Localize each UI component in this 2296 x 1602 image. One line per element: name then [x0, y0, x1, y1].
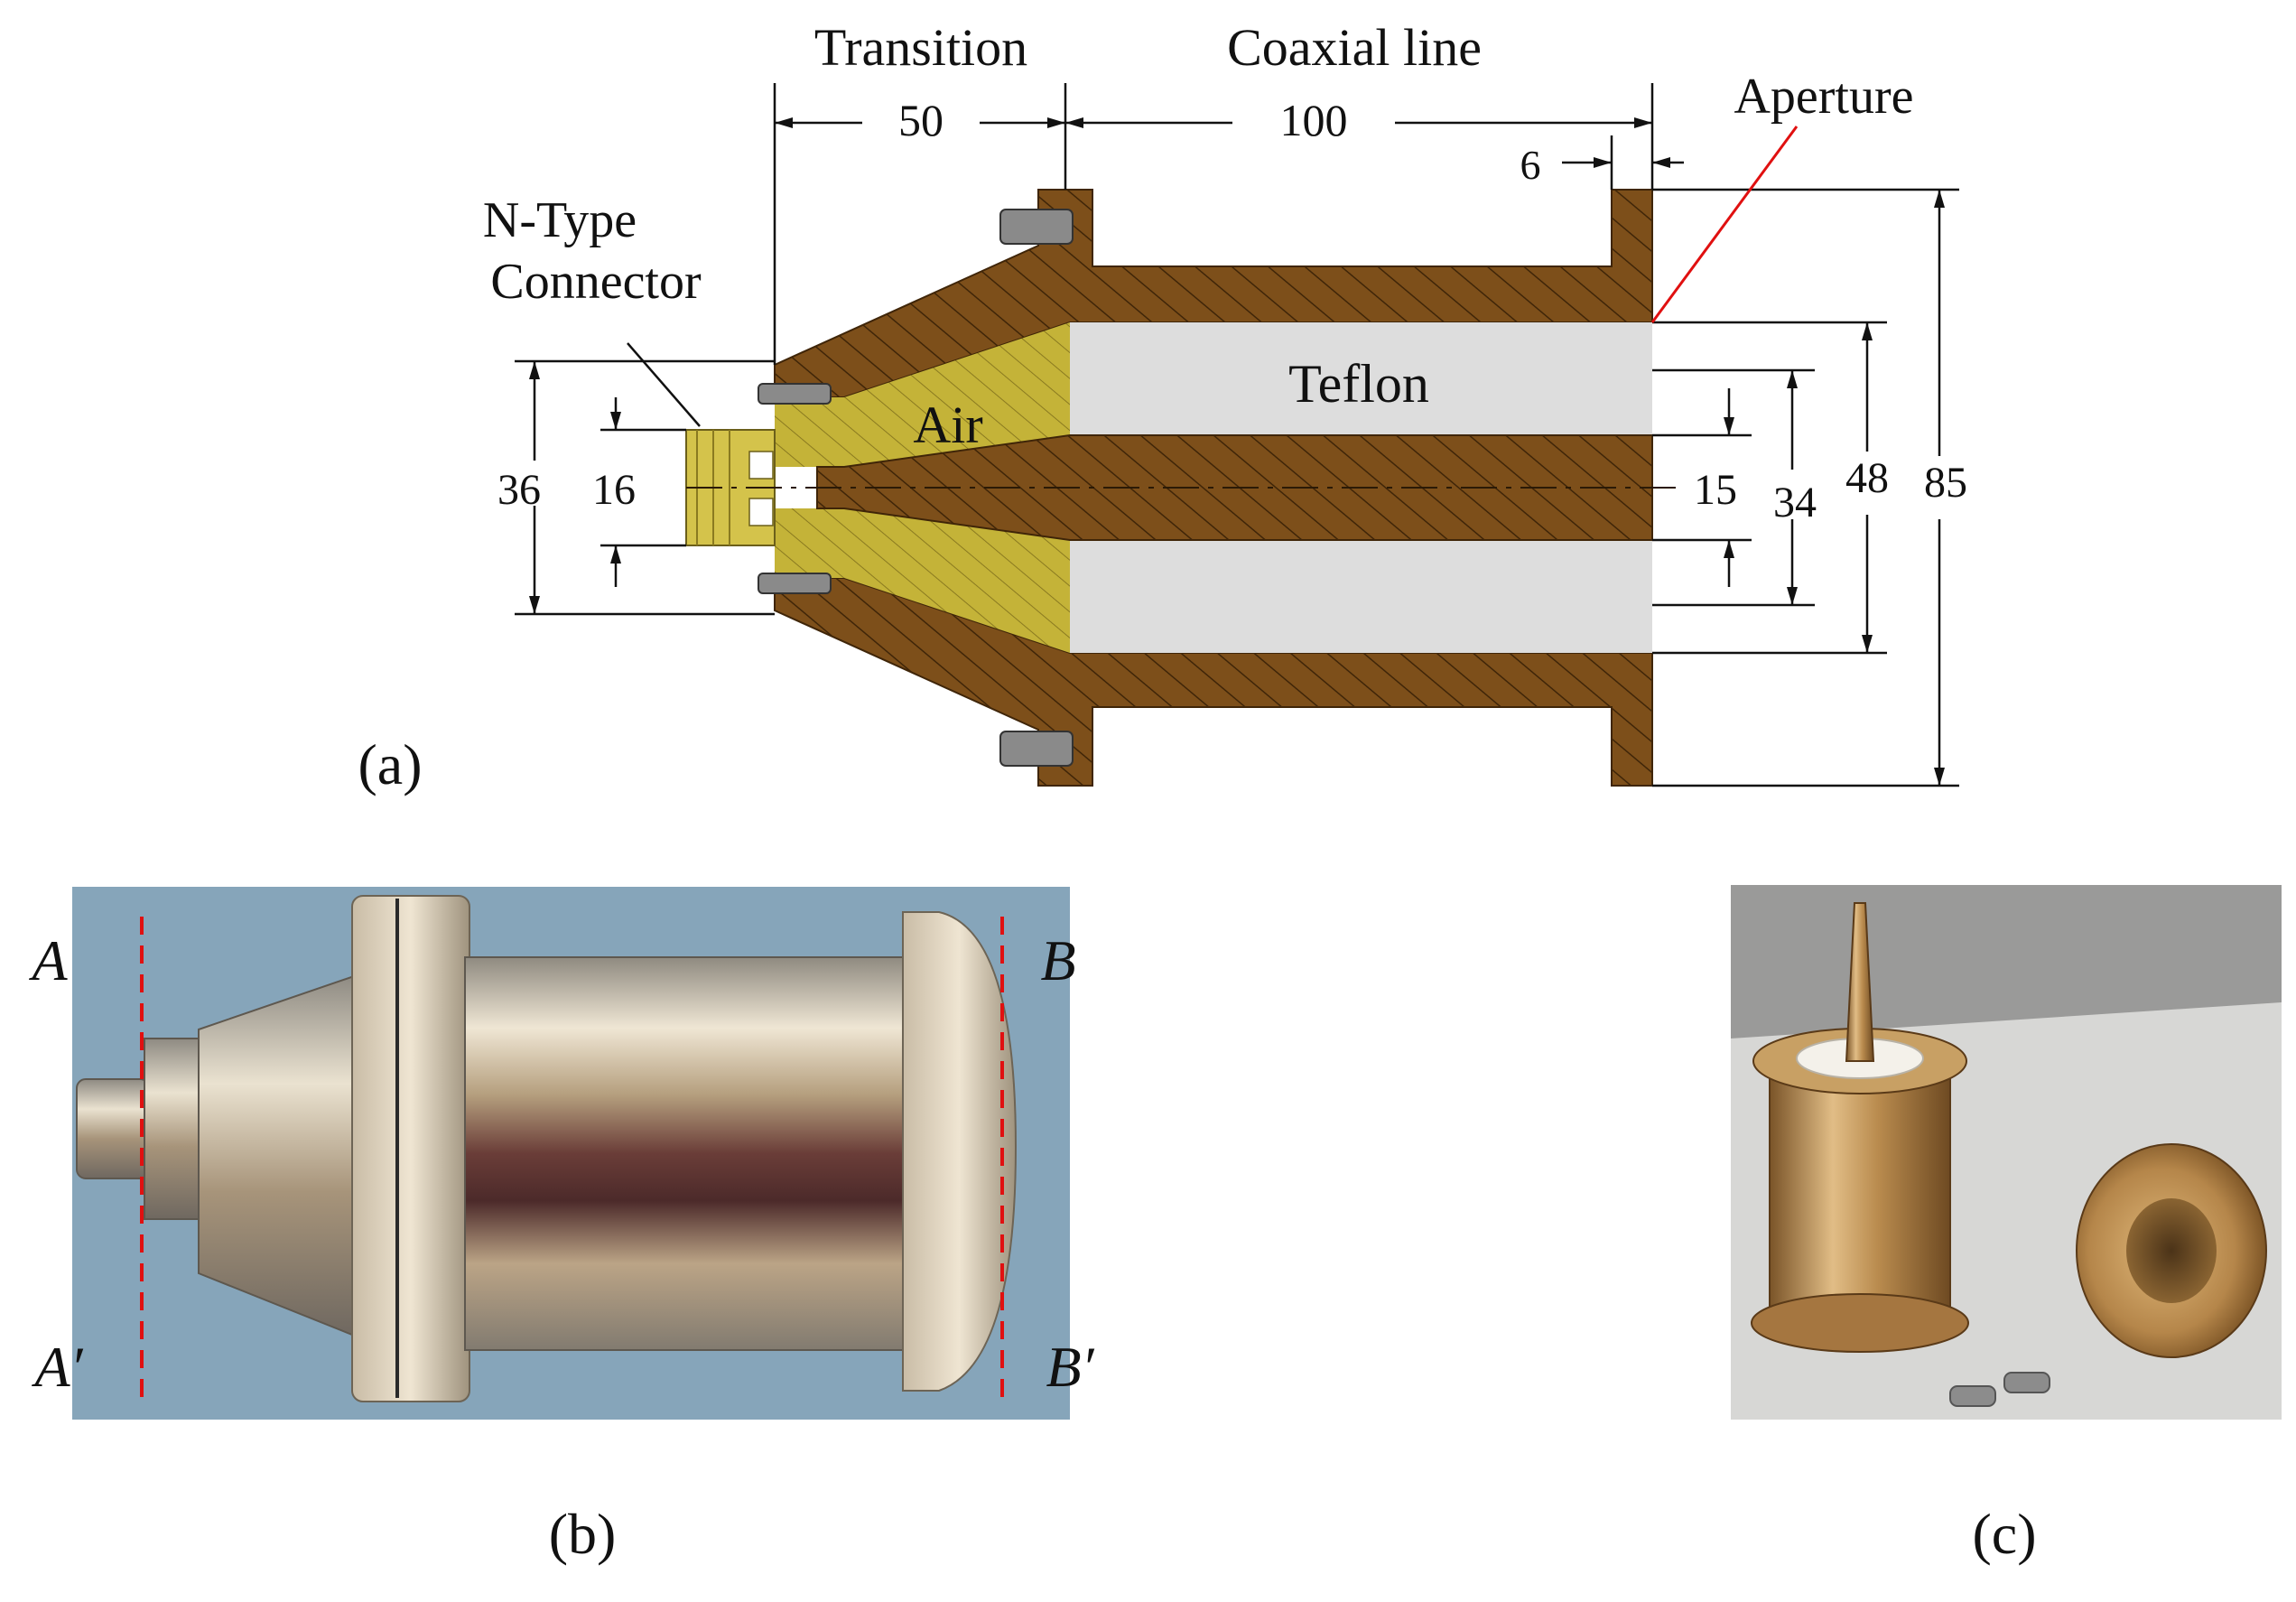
- aperture-leader: [1650, 126, 1799, 323]
- dim-100: 100: [1280, 95, 1348, 145]
- dimension-lines: [515, 83, 1959, 787]
- panel-c: (c): [1731, 885, 2282, 1566]
- connector-leader: [627, 342, 701, 427]
- panel-a-label: (a): [358, 732, 422, 796]
- dim-6: 6: [1520, 142, 1541, 188]
- dim-50: 50: [898, 95, 943, 145]
- plane-a-label: A: [28, 928, 68, 992]
- dim-15: 15: [1694, 466, 1737, 514]
- photo-connector: [76, 1078, 150, 1179]
- probe-base-flange: [1751, 1293, 1969, 1353]
- label-aperture: Aperture: [1734, 69, 1913, 125]
- disassembled-probe: [1751, 902, 2267, 1407]
- plane-a-prime-label: A′: [31, 1335, 83, 1399]
- dim-36: 36: [497, 466, 541, 514]
- label-coaxial-line: Coaxial line: [1227, 18, 1482, 77]
- label-n-type: N-Type: [483, 192, 637, 248]
- plane-b-label: B: [1040, 928, 1075, 992]
- dim-16: 16: [592, 466, 636, 514]
- teflon-upper: [1070, 322, 1652, 435]
- panel-b-label: (b): [549, 1502, 617, 1566]
- cross-section-body: [685, 189, 1679, 787]
- dim-48: 48: [1845, 454, 1889, 502]
- teflon-lower: [1070, 540, 1652, 653]
- screw-1: [1949, 1385, 1996, 1407]
- photo-taper: [198, 973, 358, 1338]
- photo-flange-left: [351, 895, 470, 1402]
- label-air: Air: [913, 396, 982, 454]
- air-region-upper: [775, 322, 1070, 467]
- inner-conductor-pin: [1845, 902, 1875, 1062]
- screw-2: [2003, 1372, 2050, 1393]
- dimension-arrows: [529, 117, 1945, 786]
- label-transition: Transition: [814, 18, 1027, 77]
- panel-a: Transition Coaxial line 50 100 6 Apertur…: [358, 18, 1967, 796]
- photo-flange-right: [902, 911, 1018, 1392]
- dim-85: 85: [1924, 459, 1967, 507]
- bolts: [758, 209, 1074, 767]
- label-teflon: Teflon: [1288, 354, 1429, 414]
- plane-b-prime-label: B′: [1046, 1335, 1094, 1399]
- panel-b: A A′ B B′ (b): [28, 887, 1095, 1566]
- dim-34: 34: [1773, 479, 1817, 526]
- panel-a-texts: Transition Coaxial line 50 100 6 Apertur…: [358, 18, 1967, 796]
- photo-cylinder: [464, 956, 971, 1351]
- aperture-cap-hole: [2126, 1198, 2217, 1303]
- panel-c-label: (c): [1972, 1502, 2036, 1566]
- label-connector: Connector: [490, 254, 702, 310]
- air-region-lower: [775, 508, 1070, 653]
- probe-body: [1769, 1056, 1951, 1319]
- probe-photo: [76, 895, 1018, 1402]
